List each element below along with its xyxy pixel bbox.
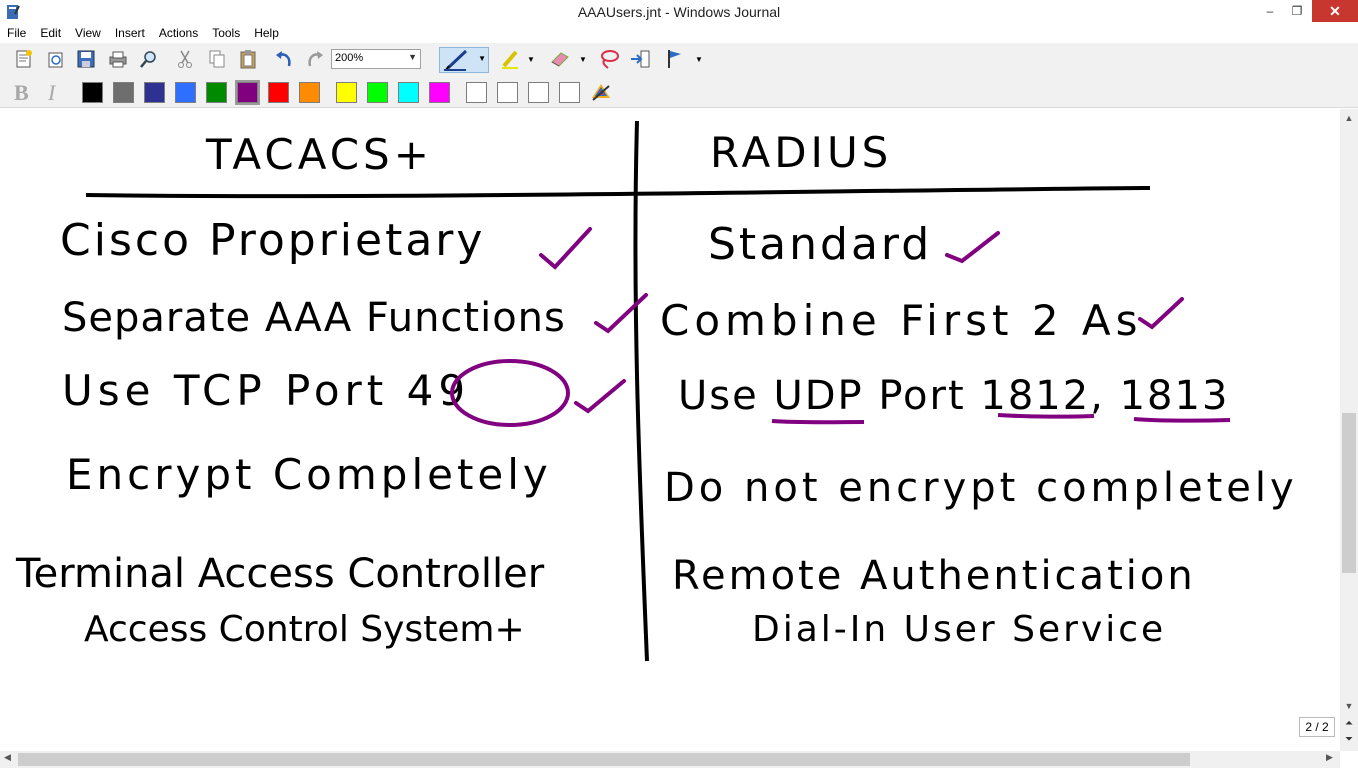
menu-view[interactable]: View [75,26,101,40]
format-toolbar [0,76,1358,108]
horizontal-scrollbar[interactable]: ◀ ▶ [0,751,1340,768]
check-mark [539,227,592,270]
right-row-3: Use UDP Port 1812, 1813 [678,373,1229,419]
find-icon[interactable] [137,47,161,71]
chevron-down-icon[interactable]: ▼ [695,54,703,64]
color-swatch[interactable] [175,82,196,103]
menu-tools[interactable]: Tools [212,26,241,40]
journal-app-icon[interactable] [6,4,20,20]
check-mark [1138,297,1184,330]
underline-udp [771,419,865,425]
redo-icon[interactable] [303,47,327,71]
color-swatch[interactable] [559,82,580,103]
copy-icon[interactable] [205,47,229,71]
standard-toolbar: 200% ▼ ▼ ▼ ▼ ▼ [0,43,1358,76]
next-page-icon[interactable]: ⏷ [1345,734,1353,745]
left-meaning-1: Terminal Access Controller [15,551,545,597]
color-swatch[interactable] [113,82,134,103]
pen-settings-icon[interactable] [589,80,613,104]
horizontal-scroll-thumb[interactable] [18,753,1190,766]
italic-button[interactable]: I [48,80,56,105]
pen-icon [444,49,468,71]
previous-page-icon[interactable]: ⏶ [1345,718,1353,729]
open-icon[interactable] [44,47,68,71]
lasso-icon[interactable] [597,47,621,71]
vertical-scroll-thumb[interactable] [1342,413,1356,573]
check-mark [574,379,626,414]
right-row-4: Do not encrypt completely [664,465,1298,511]
color-swatch[interactable] [299,82,320,103]
color-swatch[interactable] [206,82,227,103]
zoom-value: 200% [335,52,364,64]
left-header: TACACS+ [205,130,433,179]
eraser-icon[interactable] [548,47,572,71]
scroll-down-icon[interactable]: ▼ [1344,701,1354,711]
window-title: AAAUsers.jnt - Windows Journal [577,4,781,20]
color-swatch[interactable] [398,82,419,103]
scroll-up-icon[interactable]: ▲ [1344,113,1354,123]
check-mark [945,231,1000,264]
paste-icon[interactable] [236,47,260,71]
undo-icon[interactable] [272,47,296,71]
new-note-icon[interactable] [12,47,36,71]
chevron-down-icon[interactable]: ▼ [478,54,486,63]
check-mark [594,293,648,334]
color-swatch[interactable] [268,82,289,103]
pen-tool-button[interactable]: ▼ [439,47,489,73]
title-bar: AAAUsers.jnt - Windows Journal – ❐ ✕ [0,0,1358,24]
right-meaning-1: Remote Authentication [672,553,1196,599]
highlighter-icon[interactable] [498,47,522,71]
bold-button[interactable]: B [14,80,29,105]
scroll-right-icon[interactable]: ▶ [1326,752,1333,762]
vertical-scrollbar[interactable]: ▲ ▼ [1340,109,1358,751]
color-swatch[interactable] [429,82,450,103]
left-row-2: Separate AAA Functions [62,295,566,341]
color-swatch[interactable] [466,82,487,103]
menu-actions[interactable]: Actions [158,26,199,40]
flag-icon[interactable] [663,47,687,71]
zoom-select[interactable]: 200% ▼ [331,49,421,69]
left-meaning-2: Access Control System+ [84,609,525,650]
color-swatch[interactable] [82,82,103,103]
cut-icon[interactable] [173,47,197,71]
left-row-3: Use TCP Port 49 [62,366,470,415]
color-swatch[interactable] [336,82,357,103]
print-icon[interactable] [106,47,130,71]
save-icon[interactable] [74,47,98,71]
right-header: RADIUS [710,128,892,177]
underline-1813 [1133,417,1231,423]
color-swatch[interactable] [367,82,388,103]
chevron-down-icon[interactable]: ▼ [579,54,587,64]
menu-help[interactable]: Help [254,26,279,40]
right-row-1: Standard [708,219,932,270]
menu-bar: File Edit View Insert Actions Tools Help [0,24,1358,43]
maximize-button[interactable]: ❐ [1291,4,1303,18]
color-swatch[interactable] [235,80,260,105]
chevron-down-icon: ▼ [408,52,417,62]
journal-page[interactable]: TACACS+ RADIUS Cisco Proprietary Separat… [0,109,1340,751]
scroll-left-icon[interactable]: ◀ [4,752,11,762]
insert-space-icon[interactable] [628,47,652,71]
left-row-4: Encrypt Completely [66,450,552,499]
color-swatch[interactable] [144,82,165,103]
right-meaning-2: Dial-In User Service [752,609,1166,650]
vertical-divider [633,120,649,662]
ink-layer: TACACS+ RADIUS Cisco Proprietary Separat… [15,120,1298,662]
color-swatch[interactable] [528,82,549,103]
menu-insert[interactable]: Insert [114,26,145,40]
highlight-circle [450,359,570,427]
minimize-button[interactable]: – [1266,4,1274,18]
underline-1812 [997,413,1095,419]
menu-file[interactable]: File [7,26,27,40]
close-button[interactable]: ✕ [1312,0,1358,22]
chevron-down-icon[interactable]: ▼ [527,54,535,64]
right-row-2: Combine First 2 As [660,296,1143,345]
horizontal-divider [85,186,1151,199]
menu-edit[interactable]: Edit [40,26,62,40]
left-row-1: Cisco Proprietary [60,215,485,266]
color-swatch[interactable] [497,82,518,103]
page-indicator: 2 / 2 [1299,717,1335,737]
